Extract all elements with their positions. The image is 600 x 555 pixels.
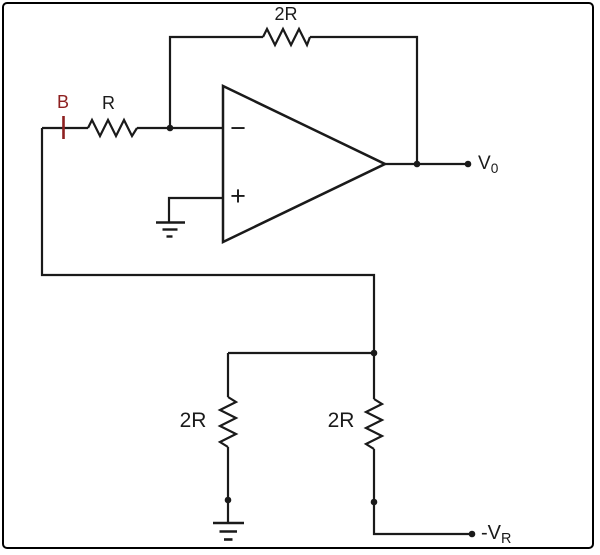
junction-dots xyxy=(166,124,476,538)
opamp-triangle xyxy=(221,84,388,244)
input-resistor-zigzag xyxy=(87,117,138,139)
ladder-left-resistor-zigzag xyxy=(217,396,239,448)
reference-label-subscript: R xyxy=(501,531,512,548)
noninverting-ground-wire xyxy=(167,196,223,222)
junction-dot xyxy=(413,160,421,168)
junction-dot xyxy=(166,124,174,132)
output-label-subscript: 0 xyxy=(490,160,499,176)
feedback-wire-left xyxy=(168,35,263,128)
ladder-right-resistor-zigzag xyxy=(363,398,385,450)
junction-dot xyxy=(370,349,378,357)
feedback-wire-right xyxy=(310,35,419,164)
reference-label-main: -V xyxy=(481,522,501,544)
ladder-feed-wire xyxy=(40,128,376,353)
reference-label: -VR xyxy=(481,523,511,546)
opamp-noninverting-input-symbol: + xyxy=(230,181,246,211)
opamp-inverting-input-symbol: − xyxy=(230,113,246,143)
ground-symbol-opamp xyxy=(156,221,185,238)
ladder-left-resistor-label: 2R xyxy=(179,409,207,432)
junction-dot xyxy=(224,496,232,504)
junction-dot xyxy=(370,498,378,506)
output-terminal-dot xyxy=(464,160,472,168)
output-label-main: V xyxy=(478,153,491,174)
feedback-resistor-label: 2R xyxy=(274,4,298,24)
reference-terminal-dot xyxy=(468,530,476,538)
feedback-resistor-zigzag xyxy=(262,26,312,48)
output-label: V0 xyxy=(478,154,498,176)
reference-wire xyxy=(372,449,472,536)
node-b-label: B xyxy=(57,92,70,112)
ladder-right-resistor-label: 2R xyxy=(327,409,355,432)
ground-symbol-ladder xyxy=(213,521,244,541)
input-resistor-label: R xyxy=(102,93,115,113)
